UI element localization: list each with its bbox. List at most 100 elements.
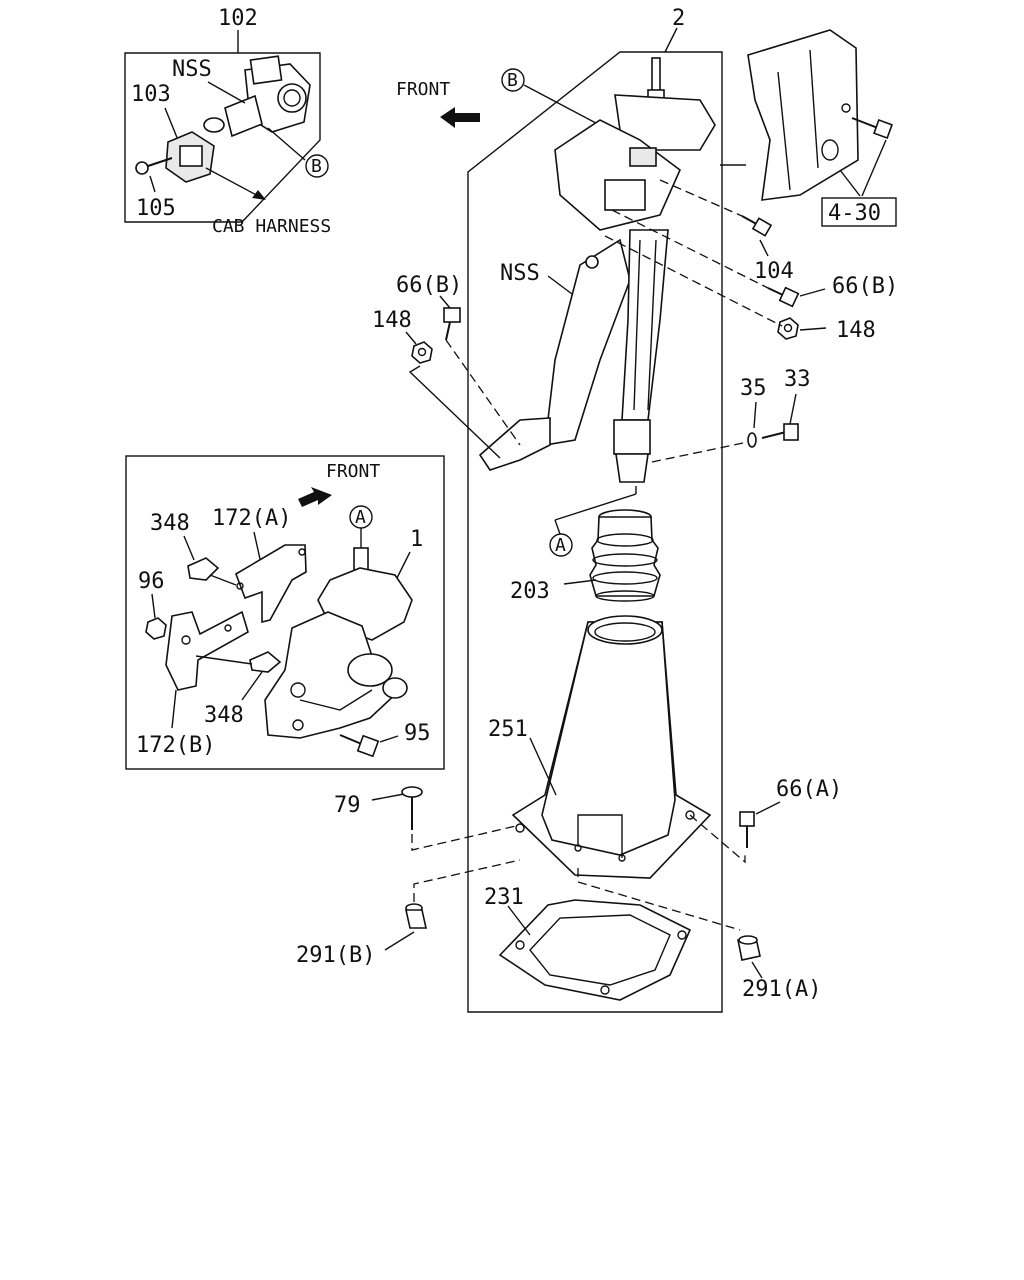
label-front-inset: FRONT <box>326 461 380 482</box>
dash-148-left <box>408 365 501 459</box>
label-66b-right: 66(B) <box>832 274 898 299</box>
label-nss-top: NSS <box>172 57 212 82</box>
label-172b: 172(B) <box>136 733 215 758</box>
label-148-left: 148 <box>372 308 412 333</box>
leader-66b-right <box>799 288 826 297</box>
shift-lever-housing <box>554 57 716 231</box>
cab-harness-arrowhead <box>252 190 266 200</box>
boot-cover-251 <box>511 615 712 879</box>
label-102: 102 <box>218 6 258 31</box>
inset-frame-top <box>124 52 321 223</box>
washer-35 <box>747 432 757 448</box>
ref-box-4-30 <box>821 197 897 227</box>
leader-103 <box>164 107 179 141</box>
leader-172b <box>171 689 177 729</box>
leader-291b <box>384 931 415 951</box>
label-203: 203 <box>510 579 550 604</box>
gasket-231 <box>498 899 692 1001</box>
bolt-4-30 <box>851 117 893 139</box>
nut-148-left <box>411 341 433 364</box>
leader-1 <box>395 551 411 581</box>
label-103: 103 <box>131 82 171 107</box>
front-arrow-icon <box>440 107 480 128</box>
label-79: 79 <box>334 793 361 818</box>
leader-203 <box>563 579 597 585</box>
label-2: 2 <box>672 6 685 31</box>
label-35: 35 <box>740 376 767 401</box>
clip-103 <box>165 131 215 183</box>
leader-66b-left <box>439 295 451 309</box>
label-104: 104 <box>754 259 794 284</box>
label-251: 251 <box>488 717 528 742</box>
inset-transmission: FRONT 172(A) 348 A 1 <box>125 455 445 770</box>
shift-rod <box>613 229 669 483</box>
leader-291a <box>751 961 763 979</box>
switch-connector <box>203 55 311 138</box>
bolt-33 <box>761 423 799 441</box>
dash-291a <box>577 868 741 931</box>
leader-231 <box>507 905 531 936</box>
bolt-66b-left <box>443 307 461 341</box>
label-348-bottom: 348 <box>204 703 244 728</box>
dash-66a <box>689 814 746 864</box>
nut-96 <box>145 617 167 640</box>
label-33: 33 <box>784 367 811 392</box>
leader-33 <box>789 393 797 425</box>
bolt-104 <box>741 215 773 237</box>
label-nss-main: NSS <box>500 261 540 286</box>
dash-148-right <box>604 235 783 327</box>
circled-b-icon: B <box>305 154 329 178</box>
clip-348-bottom <box>249 651 282 673</box>
leader-b-top <box>267 127 306 161</box>
leader-348-top <box>183 535 195 561</box>
clip-291b <box>405 903 427 929</box>
leader-2 <box>664 27 678 53</box>
label-291b: 291(B) <box>296 943 375 968</box>
circled-b-main: B <box>501 68 525 92</box>
leader-95 <box>379 735 399 743</box>
label-front-top: FRONT <box>396 79 450 100</box>
circled-a-inset: A <box>349 505 373 529</box>
label-66a: 66(A) <box>776 777 842 802</box>
label-1: 1 <box>410 527 423 552</box>
dash-79 <box>411 825 517 851</box>
cab-bracket-4-30 <box>747 29 859 201</box>
bolt-66b-right <box>767 286 800 308</box>
transmission-1 <box>264 547 413 739</box>
label-95: 95 <box>404 721 431 746</box>
nss-bracket-nut <box>585 255 599 269</box>
front-direction-top: FRONT <box>396 79 480 128</box>
circled-a-inset-text: A <box>355 507 366 528</box>
label-348-top: 348 <box>150 511 190 536</box>
label-231: 231 <box>484 885 524 910</box>
leader-348-bottom <box>241 671 263 701</box>
main-assembly: 2 B NSS <box>296 6 898 1013</box>
cab-harness-arrow-line <box>205 167 263 199</box>
bolt-95 <box>339 734 380 758</box>
leader-148-left <box>405 331 417 345</box>
bracket-172a <box>235 544 307 624</box>
screw-66a <box>739 811 755 848</box>
label-cab-harness: CAB HARNESS <box>212 216 331 237</box>
leader-35 <box>753 401 757 429</box>
dash-66b-right <box>611 209 769 289</box>
dash-104 <box>659 179 743 217</box>
leader-251 <box>529 737 557 796</box>
leader-nss-top <box>207 81 246 104</box>
label-148-right: 148 <box>836 318 876 343</box>
clip-291a <box>737 935 761 961</box>
nss-bracket <box>544 238 631 446</box>
screw-105 <box>135 157 173 175</box>
leader-a-main-2 <box>554 493 637 521</box>
screw-79 <box>401 786 423 830</box>
leader-148-right <box>799 327 827 331</box>
bracket-172b <box>165 610 249 691</box>
leader-4-30-b <box>839 169 861 197</box>
leader-4-30-a <box>861 139 887 197</box>
leader-a-main-3 <box>554 519 561 535</box>
circled-a-icon: A <box>549 533 573 557</box>
inset-frame-left <box>125 455 445 770</box>
bracket-plate <box>478 417 551 471</box>
circled-b-top-text: B <box>311 156 322 177</box>
label-96: 96 <box>138 569 165 594</box>
